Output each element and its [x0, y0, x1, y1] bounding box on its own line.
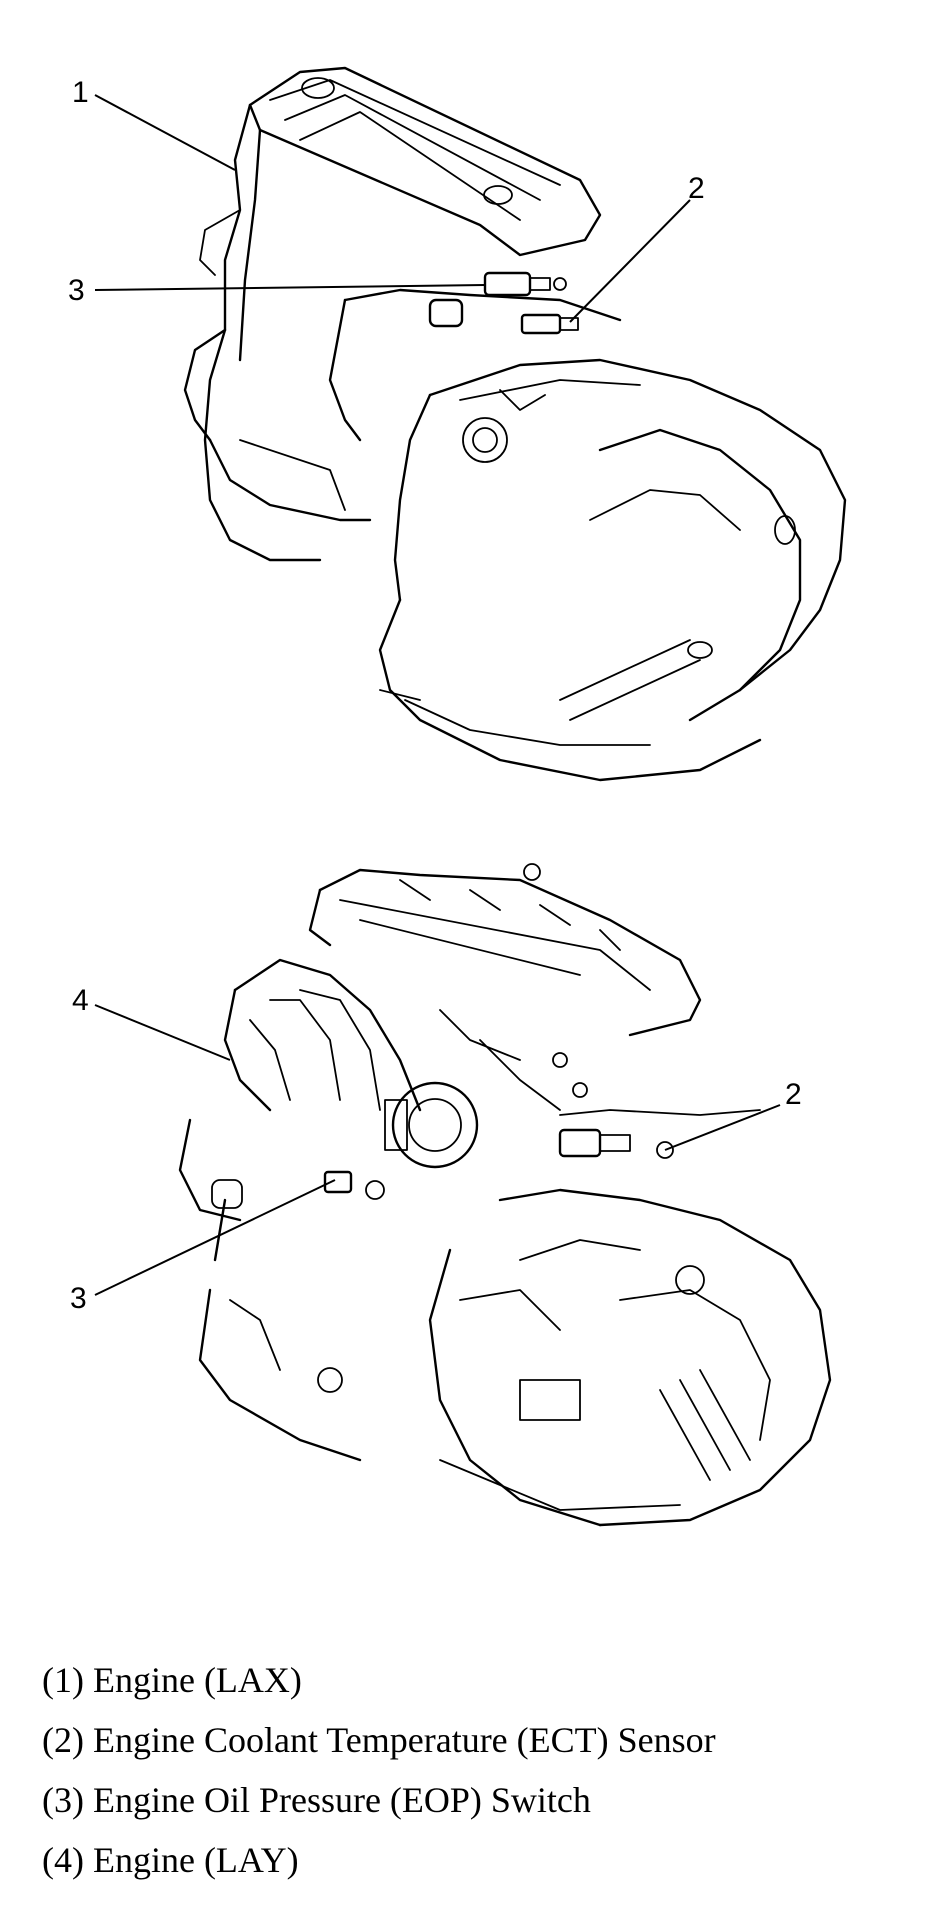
callout-1: 1	[72, 76, 89, 109]
callout-2-top: 2	[688, 172, 705, 205]
callout-3-bottom: 3	[70, 1282, 87, 1315]
leader-3-bottom	[94, 1179, 336, 1296]
engine-lax-illustration	[183, 66, 847, 782]
leader-2-top	[569, 199, 691, 323]
legend-item-eop-switch: (3) Engine Oil Pressure (EOP) Switch	[42, 1780, 591, 1820]
legend: (1) Engine (LAX) (2) Engine Coolant Temp…	[42, 1650, 902, 1890]
legend-item-engine-lax: (1) Engine (LAX)	[42, 1660, 302, 1700]
legend-item-engine-lay: (4) Engine (LAY)	[42, 1840, 299, 1880]
legend-item-ect-sensor: (2) Engine Coolant Temperature (ECT) Sen…	[42, 1720, 716, 1760]
engine-diagram: 1 3 2	[68, 66, 847, 1527]
engine-lay-illustration	[178, 863, 832, 1527]
leader-3-top	[94, 284, 486, 291]
leader-1	[94, 94, 236, 171]
callout-2-bottom: 2	[785, 1078, 802, 1111]
leader-2-bottom	[664, 1104, 781, 1151]
callout-3-top: 3	[68, 274, 85, 307]
leader-4	[94, 1004, 231, 1061]
callout-4: 4	[72, 984, 89, 1017]
